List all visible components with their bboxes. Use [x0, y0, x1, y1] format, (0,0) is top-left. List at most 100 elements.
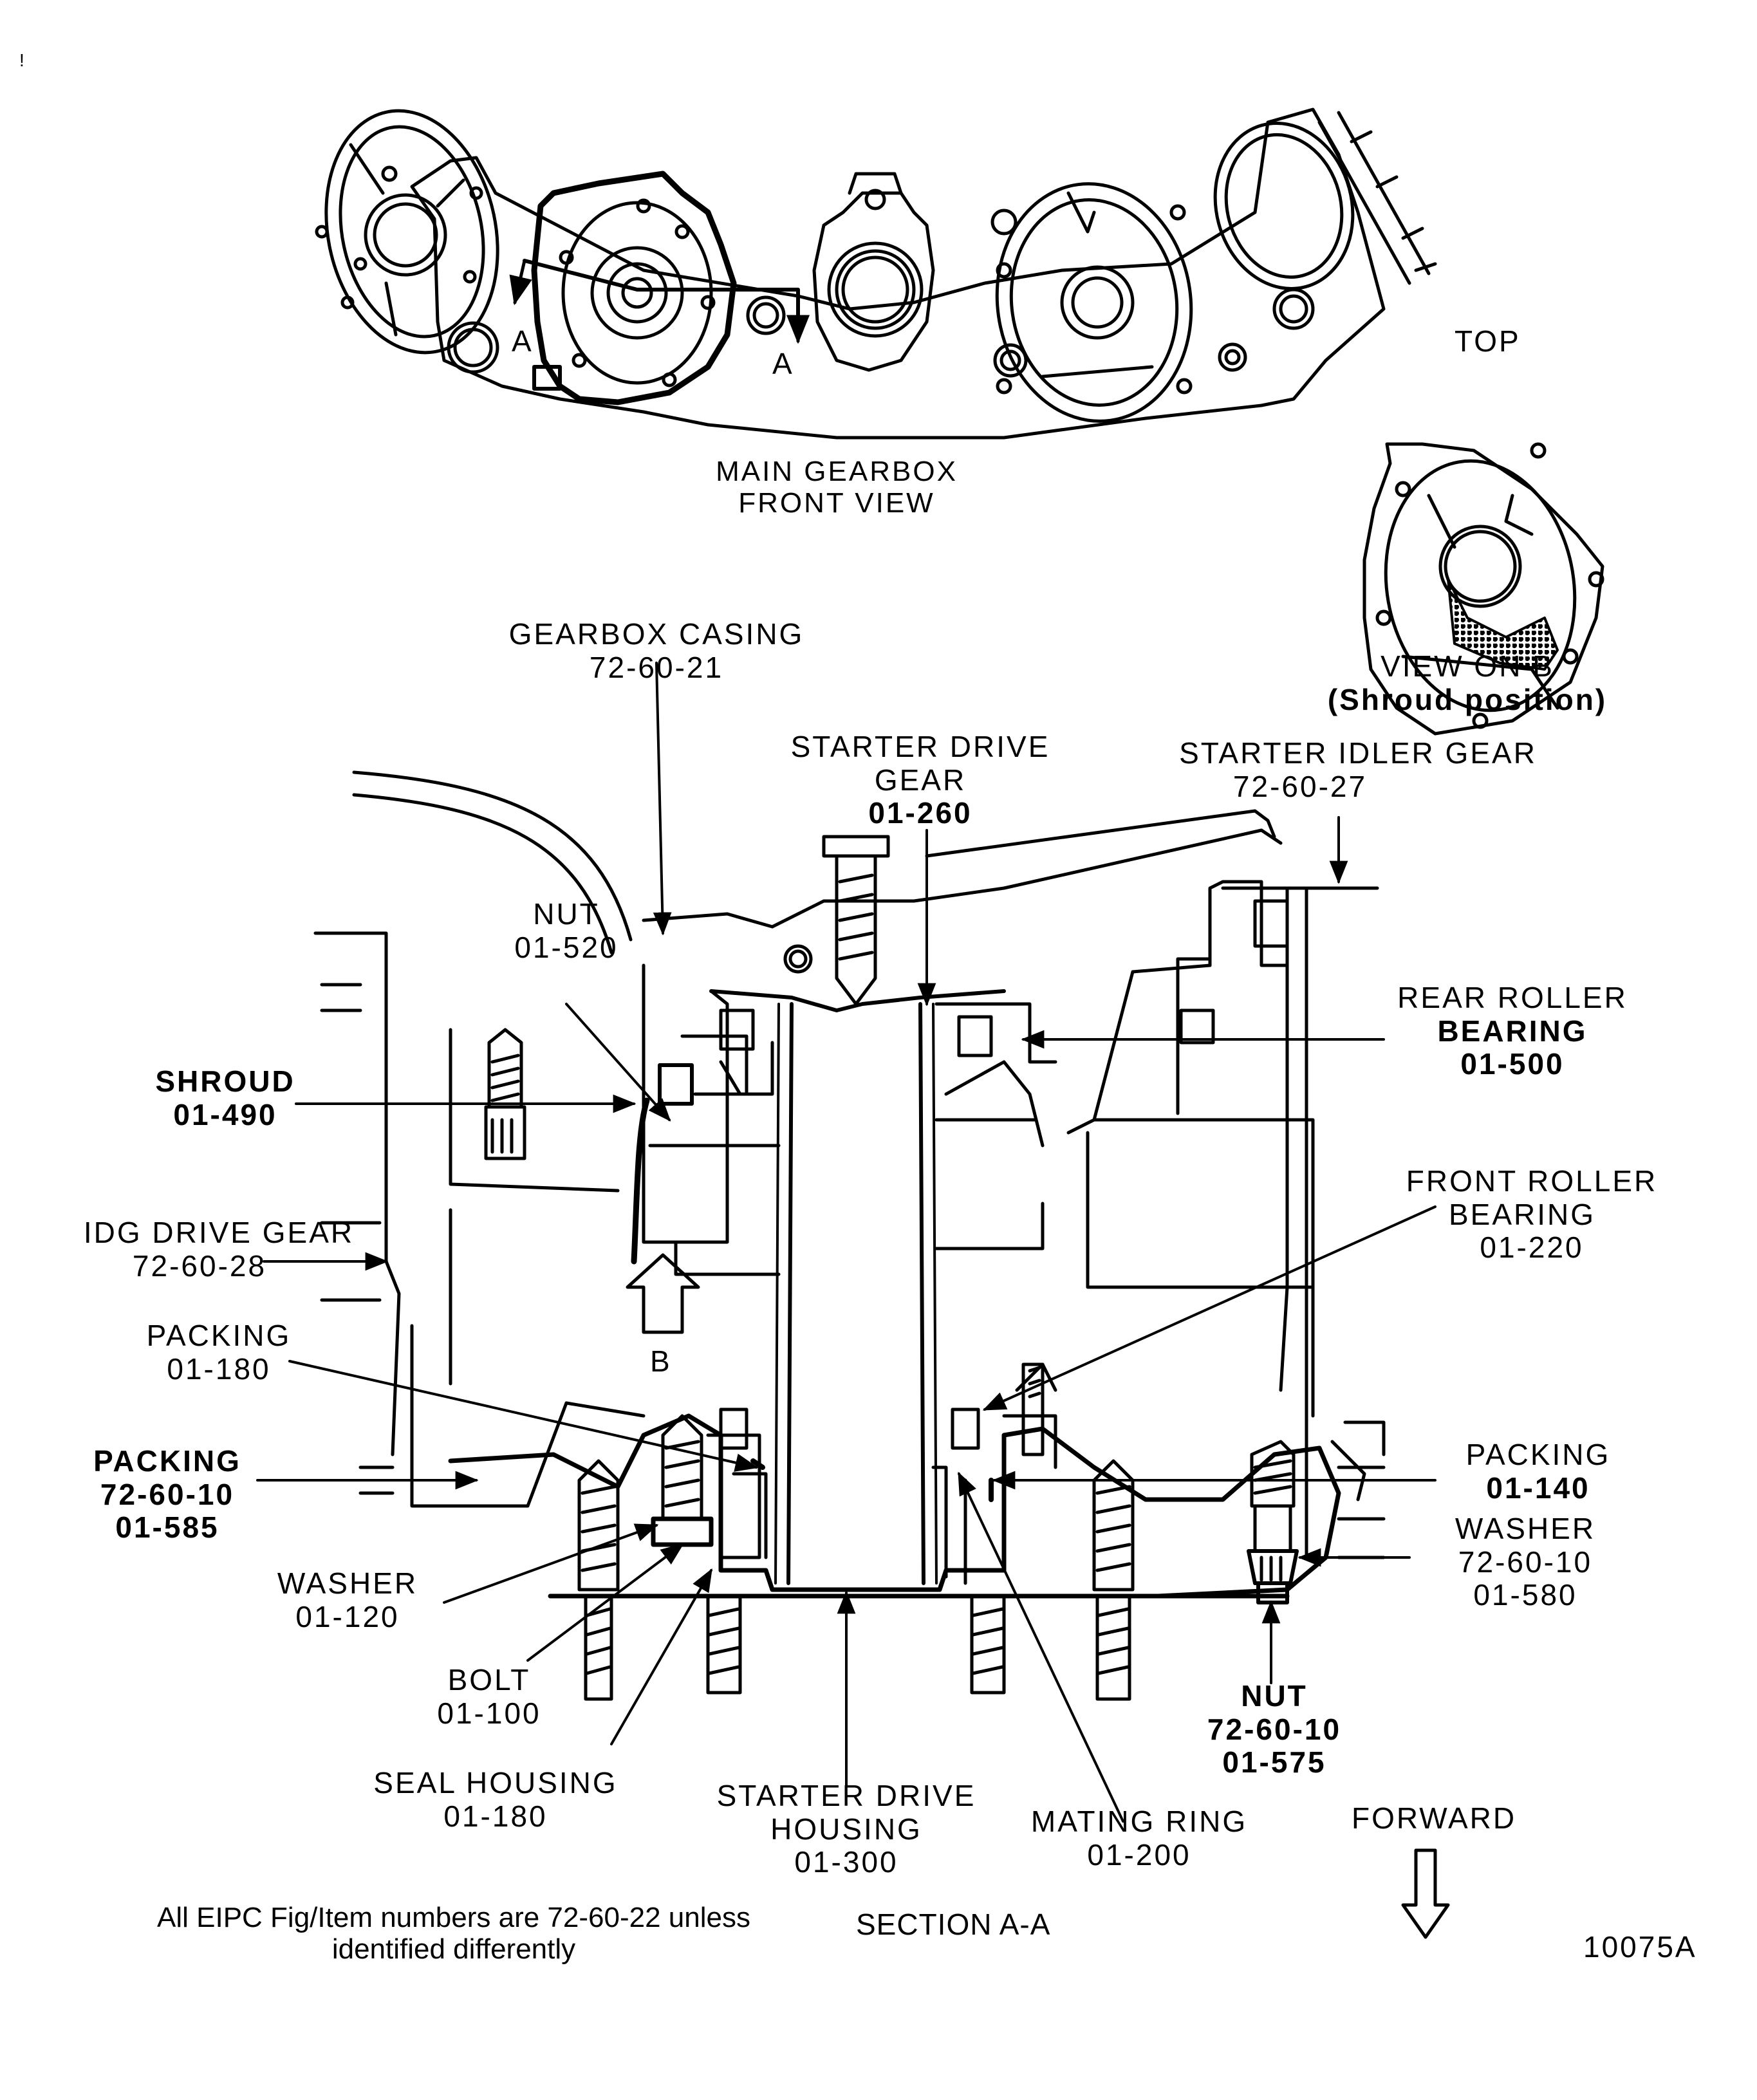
center-left-stud — [708, 1596, 740, 1693]
shroud-curve — [634, 1101, 647, 1261]
right-center-flange — [982, 171, 1207, 434]
callout-starter-idler-gear: STARTER IDLER GEAR 72-60-27 — [1152, 736, 1564, 803]
right-nut-washer-assembly — [1249, 1442, 1297, 1603]
leader-nut-520 — [566, 1004, 671, 1122]
callout-name: FRONT ROLLER — [1406, 1164, 1658, 1198]
section-note: All EIPC Fig/Item numbers are 72-60-22 u… — [84, 1902, 824, 1965]
callout-name: GEARBOX CASING — [508, 617, 804, 651]
callout-ref: 01-575 — [1222, 1745, 1326, 1779]
callout-ref: 01-140 — [1486, 1471, 1590, 1505]
leader-mating-ring — [959, 1471, 1123, 1821]
leader-bolt — [528, 1543, 684, 1660]
callout-name: PACKING — [146, 1319, 292, 1352]
callout-name: WASHER — [1455, 1512, 1596, 1545]
view-on-b-title-line1: VIEW ON B — [1380, 649, 1554, 683]
callout-starter-drive-housing: STARTER DRIVE HOUSING 01-300 — [708, 1779, 985, 1879]
callout-name: WASHER — [277, 1566, 418, 1600]
callout-ref: 72-60-10 — [100, 1477, 235, 1511]
section-note-line2: identified differently — [331, 1933, 576, 1965]
right-top-flange — [1197, 107, 1371, 304]
callout-name: SHROUD — [155, 1064, 295, 1098]
callout-ref: 01-220 — [1480, 1231, 1584, 1265]
callout-front-roller-bearing: FRONT ROLLER BEARING 01-220 — [1384, 1164, 1680, 1265]
shroud-shaded-region — [1448, 579, 1557, 669]
left-mounting-stud — [579, 1461, 618, 1699]
callout-ref: 72-60-27 — [1232, 769, 1368, 803]
callout-name: STARTER DRIVE — [716, 1779, 976, 1812]
section-note-line1: All EIPC Fig/Item numbers are 72-60-22 u… — [157, 1902, 750, 1933]
top-label: TOP — [1455, 324, 1521, 358]
section-title: SECTION A-A — [856, 1908, 1051, 1941]
callout-name: BOLT — [447, 1663, 531, 1696]
forward-arrow-icon — [1403, 1850, 1448, 1937]
view-b-arrow-icon — [628, 1255, 698, 1332]
view-b-marker: B — [650, 1344, 672, 1378]
upper-left-stud — [489, 1030, 521, 1107]
callout-leaders — [257, 663, 1448, 1937]
section-marker-left: A — [512, 324, 534, 358]
section-a-a-drawing — [315, 772, 1384, 1699]
callout-name: NUT — [1241, 1679, 1308, 1713]
callout-starter-drive-gear: STARTER DRIVE GEAR 01-260 — [766, 730, 1075, 830]
figure-id: 10075A — [1583, 1930, 1697, 1964]
callout-name: BEARING — [1437, 1014, 1588, 1048]
callout-ref: 01-260 — [868, 796, 972, 830]
callout-ref: 72-60-28 — [132, 1249, 267, 1283]
starter-drive-shaft — [788, 1004, 924, 1583]
callout-ref: 01-180 — [167, 1352, 271, 1386]
callout-washer-120: WASHER 01-120 — [264, 1566, 431, 1633]
main-gearbox-front-view-drawing — [304, 95, 1435, 438]
callout-shroud: SHROUD 01-490 — [142, 1064, 309, 1131]
callout-packing-585: PACKING 72-60-10 01-585 — [77, 1444, 257, 1545]
callout-ref: 72-60-10 — [1207, 1712, 1342, 1746]
callout-ref: 01-300 — [794, 1845, 898, 1879]
section-marker-right: A — [772, 347, 794, 380]
callout-rear-roller-bearing: REAR ROLLER BEARING 01-500 — [1377, 981, 1648, 1081]
callout-name: STARTER IDLER GEAR — [1179, 736, 1537, 770]
callout-ref: 72-60-21 — [589, 650, 724, 684]
callout-name: STARTER DRIVE — [790, 730, 1050, 763]
leader-front-roller-bearing — [982, 1207, 1435, 1409]
callout-nut-575: NUT 72-60-10 01-575 — [1191, 1679, 1358, 1779]
callout-ref: 01-100 — [437, 1696, 541, 1730]
front-view-title-line1: MAIN GEARBOX — [716, 456, 958, 487]
view-on-b-drawing — [1364, 444, 1603, 734]
front-view-title: MAIN GEARBOX FRONT VIEW — [669, 456, 1004, 519]
lower-left-ring — [449, 323, 497, 372]
left-flange — [304, 95, 519, 369]
callout-mating-ring: MATING RING 01-200 — [1004, 1805, 1274, 1872]
callout-ref: 01-490 — [173, 1097, 277, 1131]
front-view-title-line2: FRONT VIEW — [738, 487, 935, 519]
view-on-b-title: VIEW ON B (Shroud position) — [1313, 649, 1622, 716]
callout-name: GEAR — [874, 763, 967, 797]
callout-name: NUT — [533, 897, 600, 931]
view-on-b-flange-outline — [1364, 444, 1603, 734]
callout-ref: 72-60-10 — [1458, 1545, 1593, 1579]
callout-seal-housing: SEAL HOUSING 01-180 — [367, 1766, 624, 1833]
forward-label: FORWARD — [1352, 1801, 1517, 1835]
leader-washer-120 — [444, 1523, 659, 1603]
right-tube — [1319, 113, 1429, 283]
callout-packing-140: PACKING 01-140 — [1442, 1438, 1635, 1505]
callout-ref: 01-200 — [1087, 1837, 1191, 1872]
leader-seal-housing — [611, 1568, 711, 1744]
main-drive-flange — [534, 174, 734, 402]
callout-washer-580: WASHER 72-60-10 01-580 — [1429, 1512, 1622, 1612]
callout-ref: 01-580 — [1473, 1578, 1577, 1612]
callout-name: PACKING — [1465, 1438, 1611, 1471]
callout-name: IDG DRIVE GEAR — [83, 1216, 355, 1249]
callout-bolt: BOLT 01-100 — [412, 1663, 566, 1730]
view-on-b-title-line2: (Shroud position) — [1327, 682, 1608, 716]
callout-name: PACKING — [93, 1444, 241, 1478]
callout-packing-180: PACKING 01-180 — [122, 1319, 315, 1386]
center-right-stud — [972, 1596, 1004, 1693]
callout-nut-520: NUT 01-520 — [489, 897, 644, 964]
section-arrow-left — [509, 261, 532, 306]
center-flange-bore — [829, 243, 922, 336]
callout-gearbox-casing: GEARBOX CASING 72-60-21 — [476, 617, 837, 684]
callout-name: HOUSING — [770, 1812, 922, 1846]
leader-gearbox-casing — [653, 663, 672, 936]
callout-name: BEARING — [1448, 1197, 1596, 1231]
callout-name: SEAL HOUSING — [373, 1766, 618, 1799]
